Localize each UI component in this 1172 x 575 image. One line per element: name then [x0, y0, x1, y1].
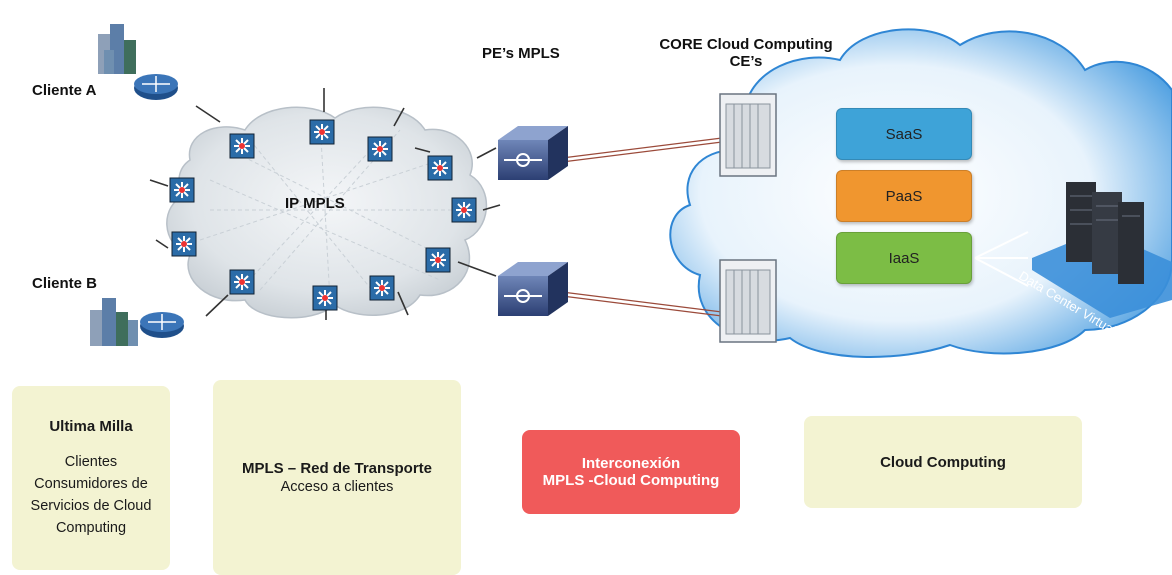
client-a-buildings-icon [98, 24, 136, 74]
mpls-transport-box: MPLS – Red de Transporte Acceso a client… [213, 380, 461, 575]
ultima-milla-title: Ultima Milla [49, 417, 133, 435]
cloud-computing-title: Cloud Computing [880, 453, 1006, 471]
ultima-milla-line: Servicios de Cloud [30, 497, 152, 514]
ce-chassis-icon-top [719, 93, 777, 177]
client-b-buildings-icon [90, 298, 138, 346]
client-a-label: Cliente A [32, 82, 97, 99]
core-cloud-label-line2: CE’s [729, 53, 763, 70]
iaas-box: IaaS [836, 232, 972, 284]
ultima-milla-body: Clientes Consumidores de Servicios de Cl… [31, 451, 152, 539]
ce-chassis-icon-bottom [719, 259, 777, 343]
client-b-label: Cliente B [32, 275, 98, 292]
ultima-milla-line: Consumidores de [34, 475, 148, 492]
interconexion-box: Interconexión MPLS -Cloud Computing [522, 430, 740, 514]
pe-ce-links [561, 137, 723, 317]
ip-mpls-label: IP MPLS [285, 195, 345, 212]
mpls-transport-body: Acceso a clientes [280, 479, 394, 495]
pe-router-icon-bottom [498, 262, 568, 316]
core-cloud-label: CORE Cloud Computing CE’s [652, 36, 840, 70]
datacenter-arrows [974, 231, 1029, 287]
mpls-transport-title: MPLS – Red de Transporte [241, 460, 433, 477]
paas-box: PaaS [836, 170, 972, 222]
pe-mpls-label: PE’s MPLS [482, 45, 560, 62]
ultima-milla-line: Computing [55, 519, 127, 536]
spoke-lines [149, 88, 501, 320]
client-b-router-icon [140, 312, 184, 338]
ultima-milla-box: Ultima Milla Clientes Consumidores de Se… [12, 386, 170, 570]
data-center-icon [1032, 182, 1172, 318]
core-cloud-label-line1: CORE Cloud Computing [659, 36, 833, 53]
mpls-switch-icons [169, 119, 477, 311]
interconexion-line2: MPLS -Cloud Computing [542, 472, 720, 489]
pe-router-icon-top [498, 126, 568, 180]
cloud-computing-box: Cloud Computing [804, 416, 1082, 508]
client-a-router-icon [134, 74, 178, 100]
interconexion-line1: Interconexión [581, 455, 681, 472]
saas-box: SaaS [836, 108, 972, 160]
ultima-milla-line: Clientes [64, 453, 118, 470]
